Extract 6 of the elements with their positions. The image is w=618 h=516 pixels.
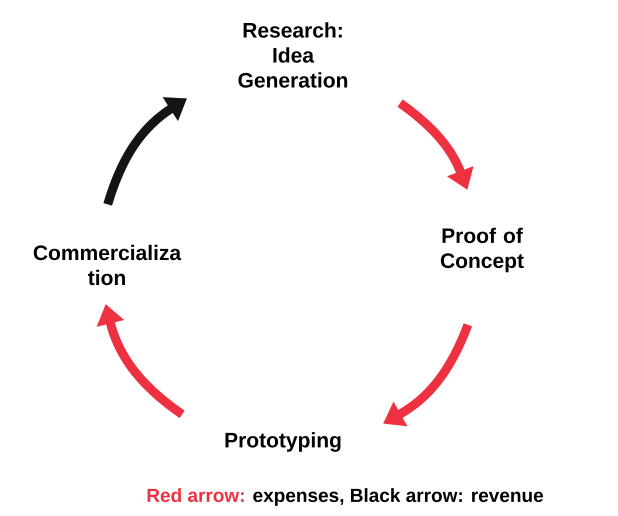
stage-label: Proof of Concept [440, 228, 524, 272]
stage-label: Prototyping [226, 432, 340, 452]
stage-label: Research: Idea Generation [238, 22, 348, 88]
legend-text: Red arrow: [148, 488, 244, 502]
legend-text: expenses, Black arrow: revenue [253, 488, 544, 506]
stage-label: Commercializa tion [34, 244, 182, 286]
